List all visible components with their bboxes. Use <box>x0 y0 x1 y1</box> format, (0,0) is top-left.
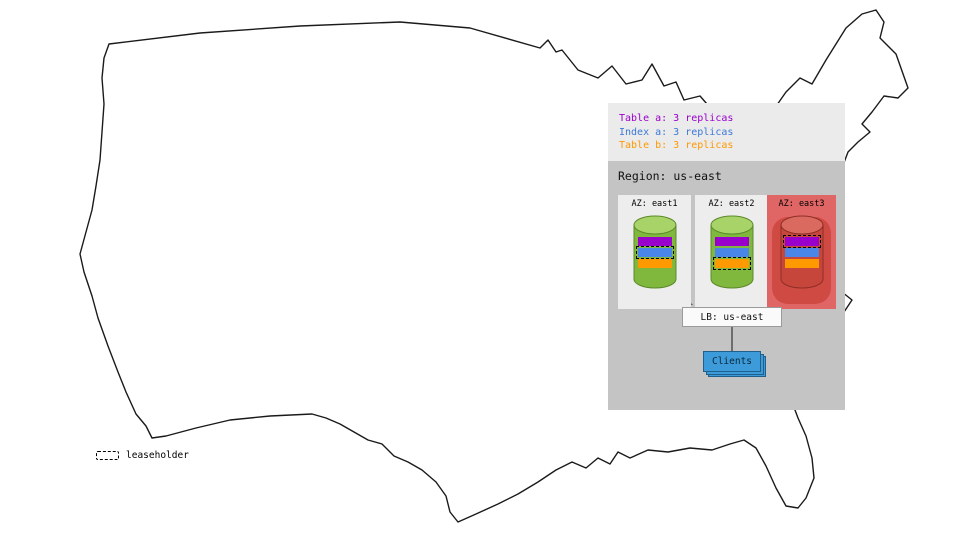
leaseholder-swatch-icon <box>96 451 119 460</box>
legend-item-index-a: Index a: 3 replicas <box>619 126 845 140</box>
az-box-east2: AZ: east2 <box>695 195 768 309</box>
load-balancer-box: LB: us-east <box>682 307 782 327</box>
legend-item-label: Index a: 3 replicas <box>619 126 734 138</box>
replica-bar-table-b <box>637 259 672 268</box>
clients-label: Clients <box>711 356 753 367</box>
az-label: AZ: east2 <box>708 199 755 209</box>
legend-item-table-a: Table a: 3 replicas <box>619 112 845 126</box>
az-label: AZ: east1 <box>631 199 678 209</box>
replica-bar-index-a-leaseholder <box>635 246 674 259</box>
legend-item-label: Table a: 3 replicas <box>619 113 734 124</box>
az-box-east1: AZ: east1 <box>618 195 691 309</box>
az-label: AZ: east3 <box>778 199 825 209</box>
replica-bar-index-a <box>784 248 819 257</box>
clients-front-layer: Clients <box>703 351 761 372</box>
load-balancer-label: LB: us-east <box>700 311 764 323</box>
region-panel: Region: us-east AZ: east1 AZ: east2 <box>608 161 845 410</box>
replica-bar-table-b-leaseholder <box>712 257 751 270</box>
region-title: Region: us-east <box>618 169 722 183</box>
legend-item-table-b: Table b: 3 replicas <box>619 139 845 153</box>
clients-box: Clients <box>703 351 766 377</box>
replica-bar-table-a <box>714 237 749 246</box>
replica-bar-index-a <box>714 248 749 257</box>
replica-bar-table-a-leaseholder <box>782 235 821 248</box>
replica-bar-table-a <box>637 237 672 246</box>
replica-legend-panel: Table a: 3 replicas Index a: 3 replicas … <box>608 103 845 161</box>
replica-bar-table-b <box>784 259 819 268</box>
leaseholder-legend-label: leaseholder <box>126 450 189 461</box>
legend-item-label: Table b: 3 replicas <box>619 140 734 151</box>
az-box-east3: AZ: east3 <box>767 195 836 309</box>
leaseholder-legend: leaseholder <box>96 450 189 461</box>
